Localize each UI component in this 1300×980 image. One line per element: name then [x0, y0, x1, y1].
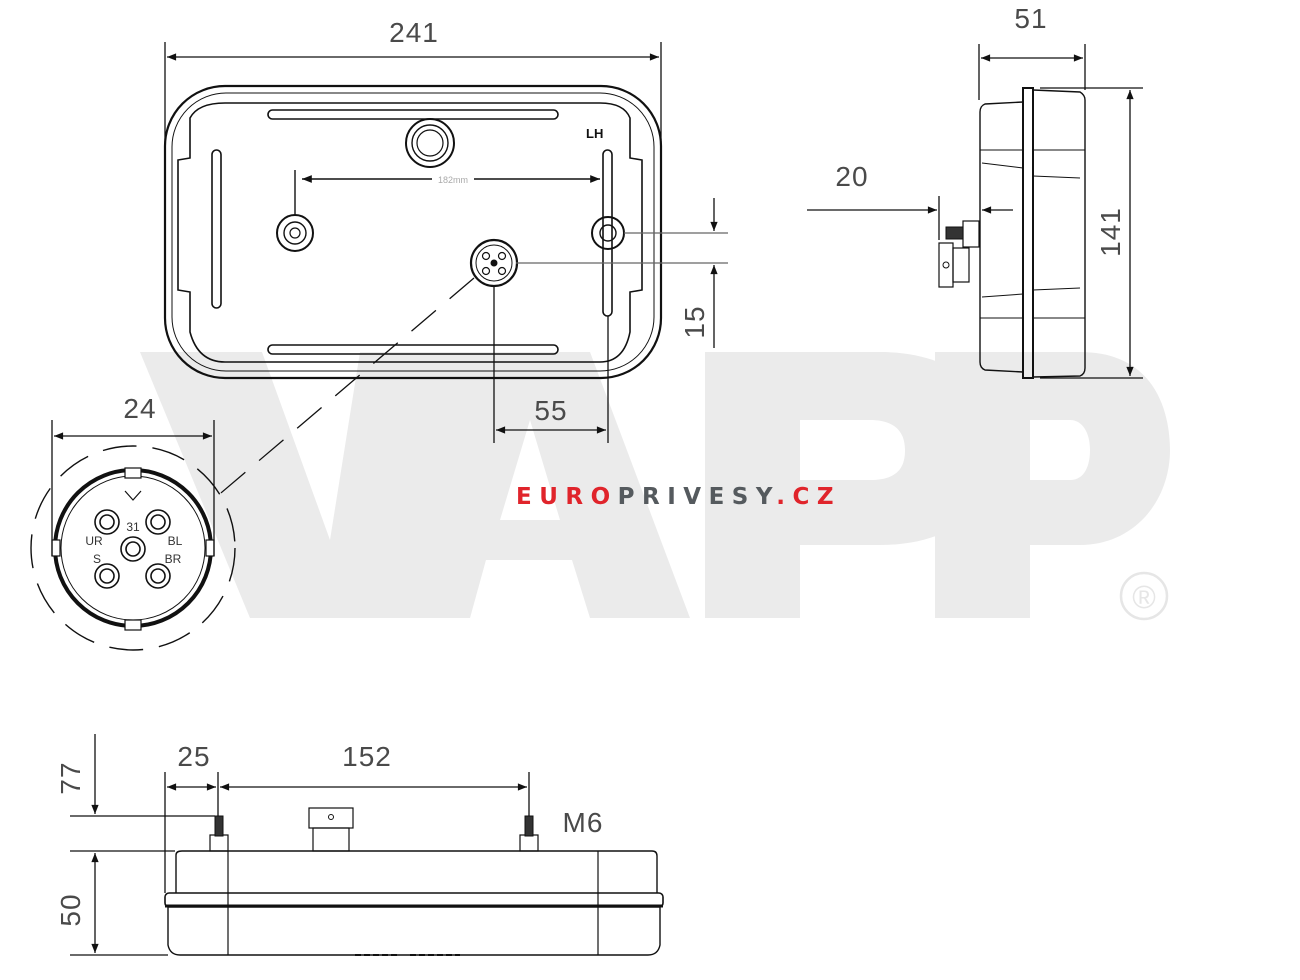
dim-height: 141: [1095, 207, 1126, 257]
pin-label-bl: BL: [168, 534, 183, 548]
registered-mark-icon: ®: [1119, 571, 1169, 621]
brand-part-privesy: PRIVESY: [617, 484, 777, 510]
brand-part-cz: CZ: [792, 484, 842, 510]
vapp-watermark-logo: [140, 352, 1170, 618]
pin-label-s: S: [93, 552, 101, 566]
brand-part-euro: EURO: [516, 484, 618, 510]
dim-depth: 51: [1014, 3, 1047, 34]
dim-body-height: 50: [55, 893, 86, 926]
dim-connector-offset-v: 15: [679, 305, 710, 338]
pin-label-ur: UR: [85, 534, 103, 548]
dim-stud-spacing: 152: [342, 741, 392, 772]
side-label: LH: [586, 126, 603, 141]
connector-dimension-lines: [51, 420, 215, 556]
dim-connector-protrusion: 20: [835, 161, 868, 192]
svg-text:®: ®: [1132, 579, 1156, 615]
connector-detail: [30, 445, 236, 651]
dim-edge-to-stud: 25: [177, 741, 210, 772]
rear-view-dimension-lines: [164, 42, 728, 499]
side-view-dimension-lines: [807, 44, 1143, 379]
thread-label: M6: [563, 807, 604, 838]
dim-width: 241: [389, 17, 439, 48]
side-view: [938, 87, 1086, 379]
bottom-view: [164, 807, 664, 956]
dim-stud-overall-height: 77: [55, 761, 86, 794]
spacing-label: 182mm: [438, 175, 468, 185]
dim-connector-diameter: 24: [123, 393, 156, 424]
bottom-view-dimension-lines: [70, 734, 530, 956]
dim-connector-offset-h: 55: [534, 395, 567, 426]
pin-label-br: BR: [165, 552, 182, 566]
rear-view: [163, 84, 663, 380]
brand-watermark: EUROPRIVESY.CZ: [516, 484, 841, 510]
pin-label-31: 31: [126, 520, 140, 534]
brand-part-dot: .: [776, 484, 793, 510]
